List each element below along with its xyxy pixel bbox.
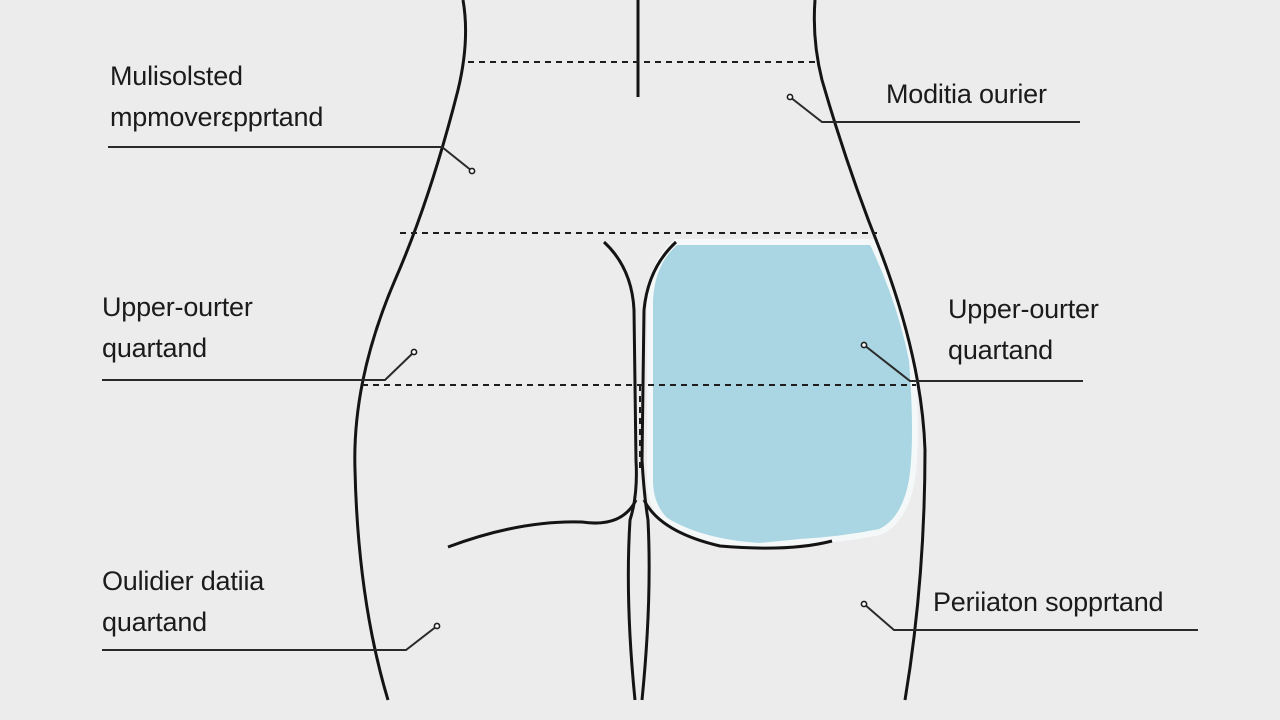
- label-mid-right: Upper-ourter quartand: [948, 289, 1099, 371]
- leader-dot-mid-left: [410, 348, 418, 356]
- label-top-left-line2: mpmoverεpprtand: [110, 102, 324, 132]
- leader-low-right: [863, 603, 1198, 631]
- label-low-right-line1: Periiaton sopprtand: [933, 587, 1164, 617]
- label-mid-right-line2: quartand: [948, 335, 1053, 365]
- label-top-right: Moditia ourier: [886, 74, 1047, 115]
- leader-dot-low-right: [860, 600, 868, 608]
- cleft-right-curve: [640, 240, 678, 701]
- label-low-left: Oulidier datiia quartand: [102, 561, 264, 643]
- leader-mid-left: [102, 351, 415, 381]
- leader-dot-low-left: [433, 622, 441, 630]
- leader-dot-top-right: [786, 93, 794, 101]
- label-low-left-line2: quartand: [102, 607, 207, 637]
- leader-top-left: [108, 146, 473, 172]
- label-top-right-line1: Moditia ourier: [886, 79, 1047, 109]
- left-gluteal-fold: [447, 499, 638, 549]
- leader-dot-mid-right: [860, 341, 868, 349]
- label-mid-left: Upper-ourter quartand: [102, 287, 253, 369]
- leader-top-right: [789, 96, 1080, 123]
- highlighted-upper-outer-quadrant: [647, 239, 918, 550]
- left-body-contour: [353, 0, 468, 701]
- right-body-contour: [812, 0, 927, 701]
- leader-mid-right: [863, 344, 1083, 382]
- cleft-left-curve: [602, 240, 638, 701]
- leader-dot-top-left: [468, 167, 476, 175]
- label-top-left: Mulisolsted mpmoverεpprtand: [110, 56, 323, 138]
- label-top-left-line1: Mulisolsted: [110, 61, 243, 91]
- label-low-left-line1: Oulidier datiia: [102, 566, 265, 596]
- label-low-right: Periiaton sopprtand: [933, 582, 1164, 623]
- label-mid-left-line2: quartand: [102, 333, 207, 363]
- leader-low-left: [102, 625, 438, 651]
- label-mid-right-line1: Upper-ourter: [948, 294, 1099, 324]
- right-gluteal-fold: [642, 499, 833, 550]
- label-mid-left-line1: Upper-ourter: [102, 292, 253, 322]
